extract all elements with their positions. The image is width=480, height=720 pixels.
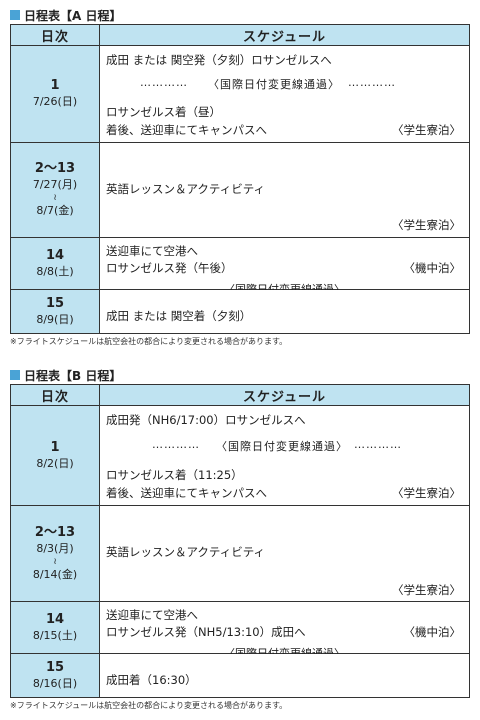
- day-cell: 2〜13 7/27(月) ≀ 8/7(金): [10, 142, 100, 238]
- schedule-line: 送迎車にて空港へ: [106, 244, 198, 258]
- schedule-b: 日程表【B 日程】 日次 スケジュール 1 8/2(日) 成田発（NH6/17:…: [10, 366, 470, 711]
- table-row: 14 8/15(土) 送迎車にて空港へ ロサンゼルス発（NH5/13:10）成田…: [10, 601, 470, 660]
- flight-note: ※フライトスケジュールは航空会社の都合により変更される場合があります。: [10, 337, 288, 346]
- day-number: 1: [50, 439, 60, 455]
- range-tilde: ≀: [53, 556, 57, 567]
- day-cell: 15 8/16(日): [10, 653, 100, 698]
- header-day: 日次: [10, 384, 100, 406]
- table-row: 15 8/9(日) 成田 または 関空着（夕刻）: [10, 289, 470, 334]
- range-tilde: ≀: [53, 193, 57, 203]
- schedule-line: 送迎車にて空港へ: [106, 608, 198, 622]
- schedule-line: ロサンゼルス着（11:25）: [106, 468, 243, 482]
- schedule-a: 日程表【A 日程】 日次 スケジュール 1 7/26(日) 成田 または 関空発…: [10, 6, 470, 347]
- day-date: 8/16(日): [32, 676, 78, 690]
- day-date: 8/15(土): [32, 628, 78, 642]
- day-number: 2〜13: [34, 524, 76, 540]
- idl-text: 〈国際日付変更線通過〉: [216, 440, 348, 453]
- schedule-line: ロサンゼルス着（昼）: [106, 105, 221, 119]
- stay-label: 〈機中泊〉: [403, 625, 462, 639]
- table-row: 1 7/26(日) 成田 または 関空発（夕刻）ロサンゼルスへ ………… 〈国際…: [10, 45, 470, 143]
- table-row: 1 8/2(日) 成田発（NH6/17:00）ロサンゼルスへ ………… 〈国際日…: [10, 405, 470, 506]
- schedule-line: 成田 または 関空着（夕刻）: [106, 309, 252, 323]
- day-date: 8/9(日): [36, 312, 74, 326]
- schedule-line: 着後、送迎車にてキャンパスへ: [106, 123, 267, 137]
- square-bullet-icon: [10, 10, 20, 20]
- schedule-line: 英語レッスン＆アクティビティ: [106, 182, 266, 196]
- stay-label: 〈学生寮泊〉: [392, 486, 461, 500]
- schedule-cell: 成田着（16:30）: [99, 653, 470, 698]
- schedule-line: 成田着（16:30）: [106, 673, 197, 687]
- schedule-cell: 英語レッスン＆アクティビティ 〈学生寮泊〉: [99, 505, 470, 602]
- square-bullet-icon: [10, 370, 20, 380]
- schedule-cell: 成田発（NH6/17:00）ロサンゼルスへ ………… 〈国際日付変更線通過〉 ……: [99, 405, 470, 506]
- stay-label: 〈機中泊〉: [403, 261, 462, 275]
- day-cell: 14 8/15(土): [10, 601, 100, 654]
- schedule-cell: 送迎車にて空港へ ロサンゼルス発（NH5/13:10）成田へ 〈機中泊〉 〈国際…: [99, 601, 470, 660]
- day-number: 15: [45, 659, 65, 675]
- schedule-a-title: 日程表【A 日程】: [10, 6, 470, 24]
- day-number: 15: [45, 295, 65, 311]
- table-row: 15 8/16(日) 成田着（16:30）: [10, 653, 470, 698]
- day-cell: 1 7/26(日): [10, 45, 100, 143]
- day-cell: 2〜13 8/3(月) ≀ 8/14(金): [10, 505, 100, 602]
- idl-text: 〈国際日付変更線通過〉: [208, 78, 340, 91]
- schedule-cell: 英語レッスン＆アクティビティ 〈学生寮泊〉: [99, 142, 470, 238]
- schedule-cell: 送迎車にて空港へ ロサンゼルス発（午後） 〈機中泊〉 〈国際日付変更線通過〉: [99, 237, 470, 296]
- day-cell: 1 8/2(日): [10, 405, 100, 506]
- day-date-to: 8/7(金): [36, 204, 74, 217]
- flight-note: ※フライトスケジュールは航空会社の都合により変更される場合があります。: [10, 701, 288, 710]
- header-schedule: スケジュール: [99, 384, 470, 406]
- schedule-b-table: 日次 スケジュール 1 8/2(日) 成田発（NH6/17:00）ロサンゼルスへ…: [10, 384, 470, 698]
- day-date-to: 8/14(金): [32, 567, 78, 581]
- day-date: 8/2(日): [36, 456, 74, 470]
- schedule-a-table: 日次 スケジュール 1 7/26(日) 成田 または 関空発（夕刻）ロサンゼルス…: [10, 24, 470, 334]
- day-date-from: 7/27(月): [32, 178, 78, 191]
- schedule-line: 成田 または 関空発（夕刻）ロサンゼルスへ: [106, 53, 332, 67]
- table-row: 2〜13 8/3(月) ≀ 8/14(金) 英語レッスン＆アクティビティ 〈学生…: [10, 505, 470, 602]
- schedule-line: 成田発（NH6/17:00）ロサンゼルスへ: [106, 413, 306, 427]
- header-schedule: スケジュール: [99, 24, 470, 46]
- schedule-line: ロサンゼルス発（NH5/13:10）成田へ: [106, 625, 306, 639]
- day-date: 7/26(日): [32, 95, 78, 108]
- day-number: 1: [50, 78, 60, 93]
- schedule-cell: 成田 または 関空発（夕刻）ロサンゼルスへ ………… 〈国際日付変更線通過〉 ……: [99, 45, 470, 143]
- stay-label: 〈学生寮泊〉: [392, 123, 461, 137]
- day-number: 2〜13: [34, 161, 76, 176]
- schedule-line: ロサンゼルス発（午後）: [106, 261, 233, 275]
- stay-label: 〈学生寮泊〉: [392, 583, 461, 597]
- day-number: 14: [45, 611, 65, 627]
- day-number: 14: [45, 247, 65, 263]
- day-date: 8/8(土): [36, 264, 74, 278]
- day-cell: 15 8/9(日): [10, 289, 100, 334]
- table-row: 14 8/8(土) 送迎車にて空港へ ロサンゼルス発（午後） 〈機中泊〉 〈国際…: [10, 237, 470, 296]
- day-date-from: 8/3(月): [36, 541, 74, 555]
- schedule-line: 着後、送迎車にてキャンパスへ: [106, 486, 267, 500]
- header-day: 日次: [10, 24, 100, 46]
- schedule-b-title: 日程表【B 日程】: [10, 366, 470, 384]
- day-cell: 14 8/8(土): [10, 237, 100, 290]
- table-row: 2〜13 7/27(月) ≀ 8/7(金) 英語レッスン＆アクティビティ 〈学生…: [10, 142, 470, 238]
- stay-label: 〈学生寮泊〉: [392, 218, 461, 232]
- schedule-cell: 成田 または 関空着（夕刻）: [99, 289, 470, 334]
- schedule-line: 英語レッスン＆アクティビティ: [106, 545, 266, 559]
